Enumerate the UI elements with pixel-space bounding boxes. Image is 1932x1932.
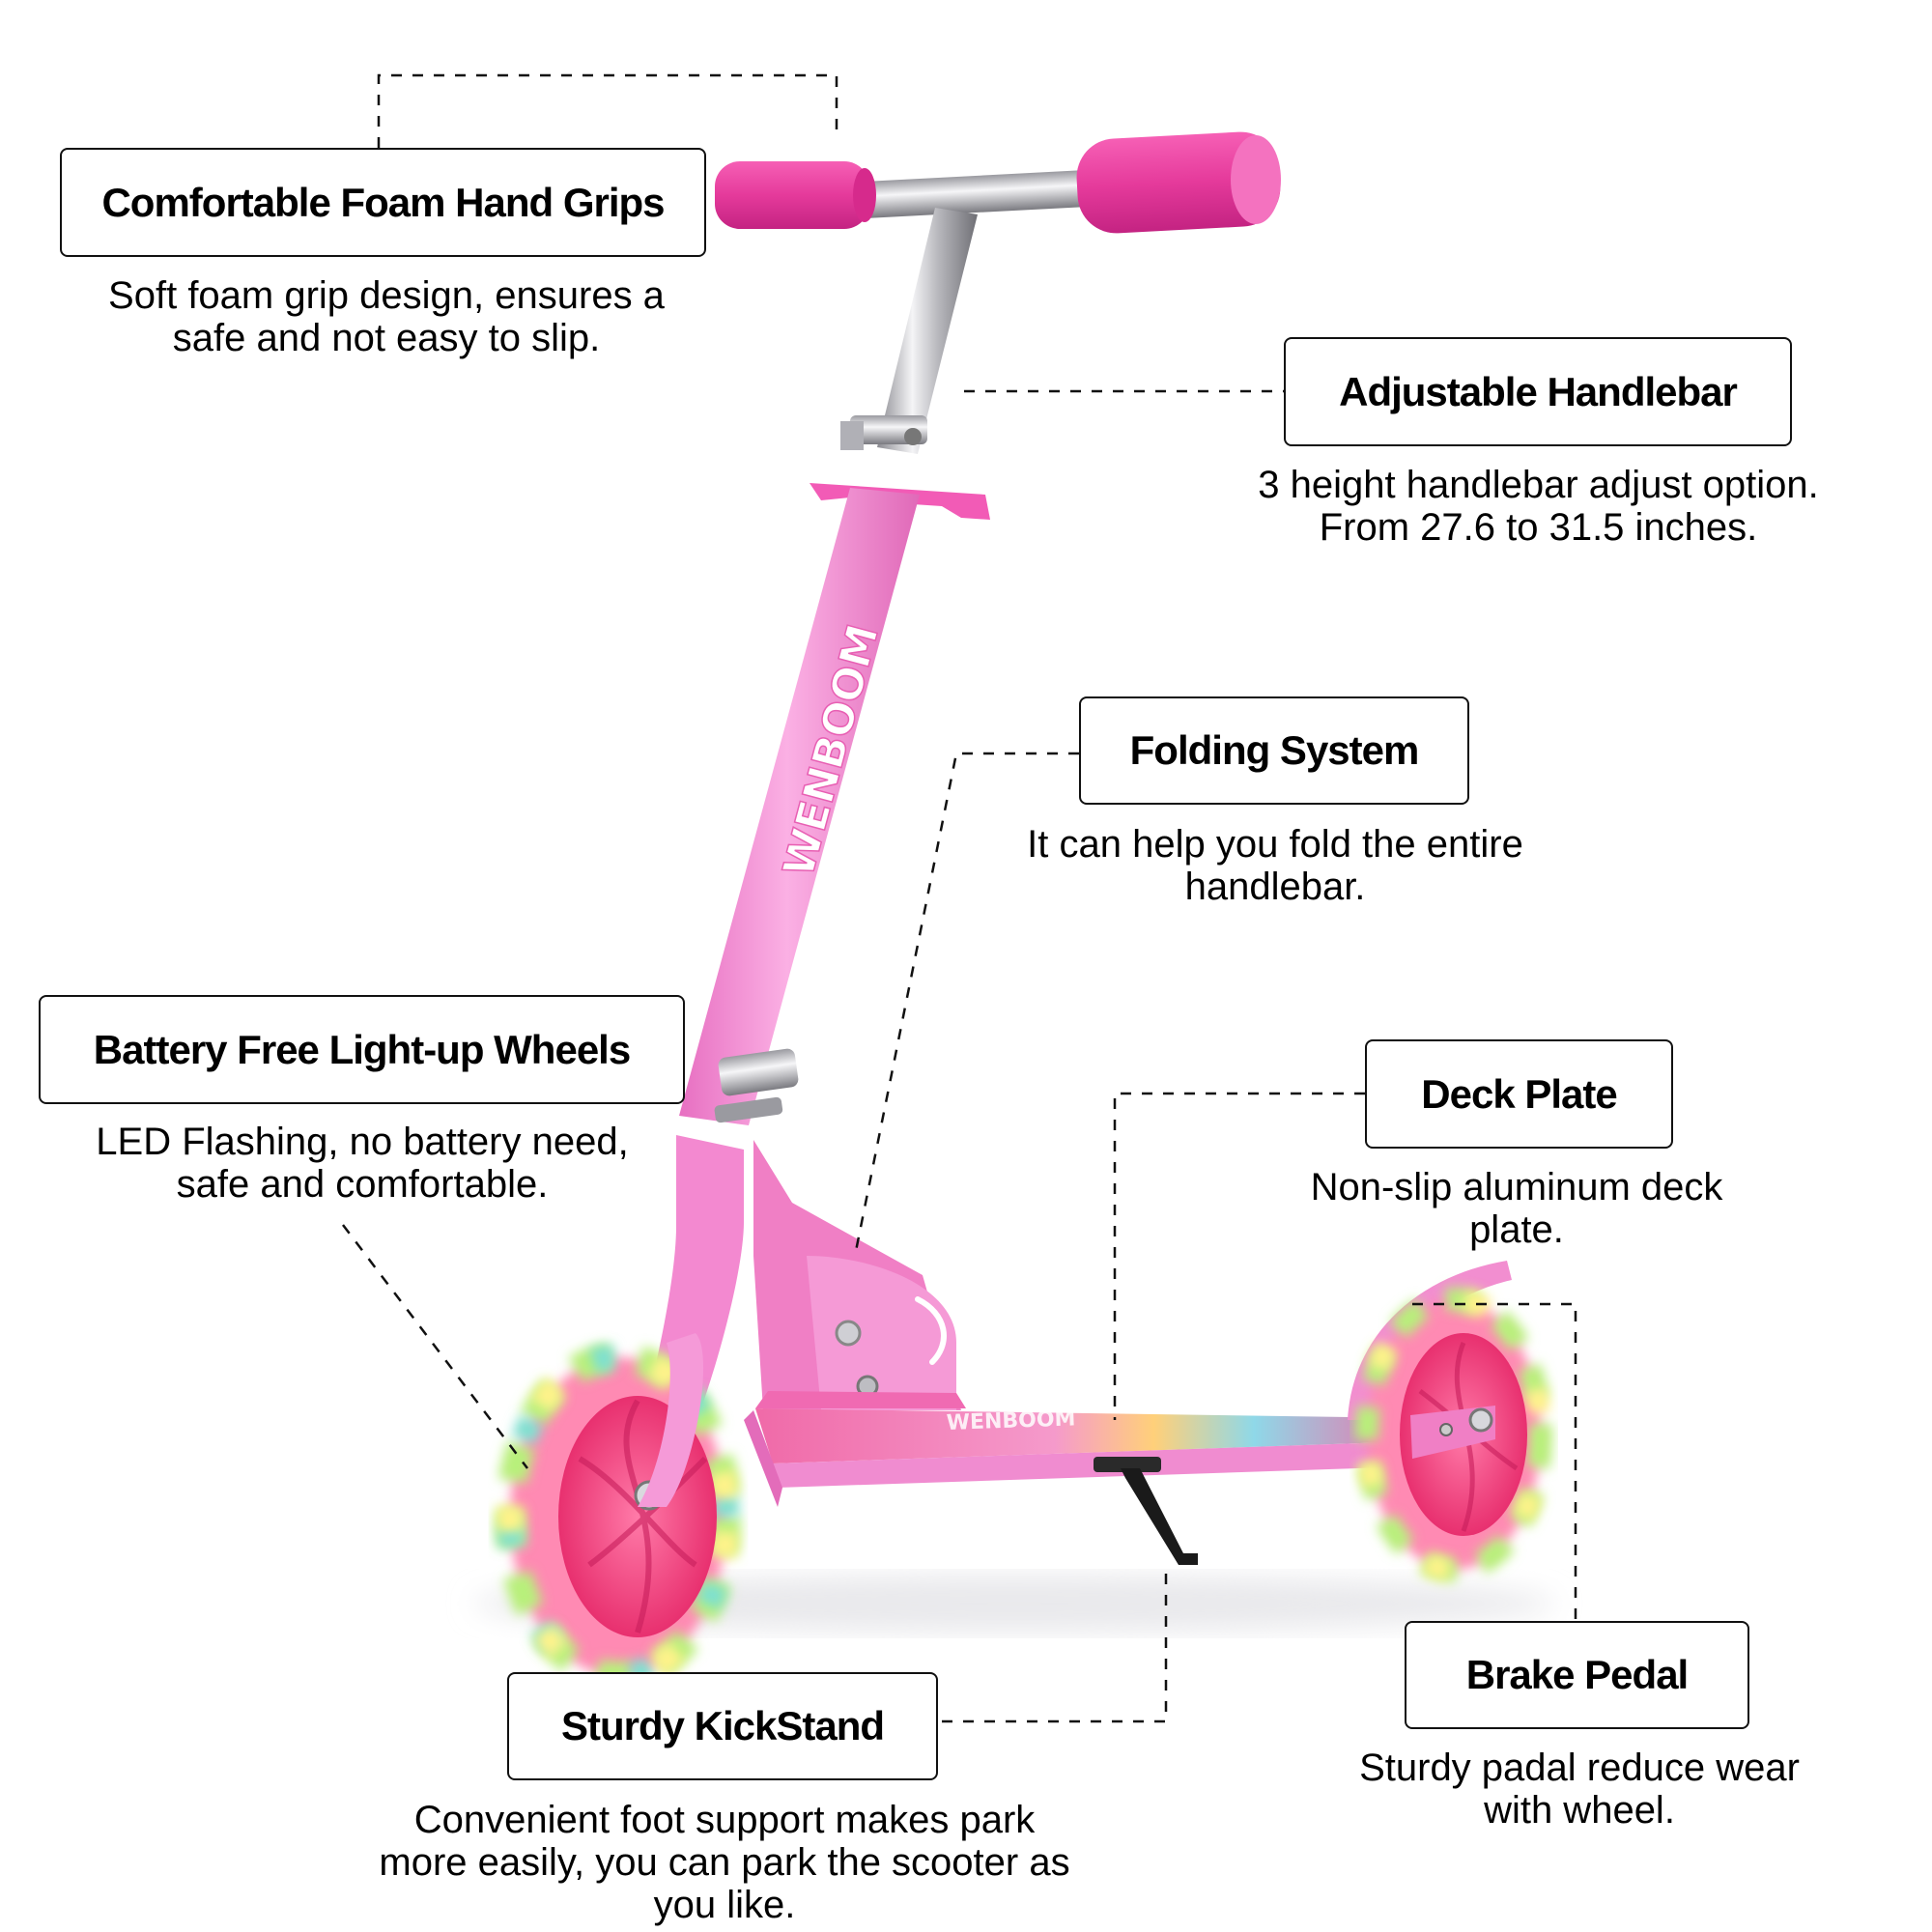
right-foam-grip [1076,131,1281,234]
description-line: From 27.6 to 31.5 inches. [1319,506,1758,549]
description-line: Sturdy padal reduce wear [1359,1747,1800,1789]
lower-collar [718,1048,799,1096]
callout-title: Sturdy KickStand [560,1703,885,1748]
description-line: more easily, you can park the scooter as [379,1841,1070,1884]
callout-description-wheels: LED Flashing, no battery need, safe and … [29,1121,696,1206]
description-line: plate. [1469,1208,1564,1251]
kickstand [1094,1457,1198,1565]
connector-wheels [342,1224,528,1469]
callout-title: Comfortable Foam Hand Grips [101,179,665,225]
folding-bolt [835,1320,862,1347]
description-line: Soft foam grip design, ensures a [108,274,665,317]
callout-hand-grips: Comfortable Foam Hand Grips [60,148,706,257]
callout-title: Deck Plate [1421,1070,1617,1117]
height-clamp [840,415,927,450]
callout-wheels: Battery Free Light-up Wheels [39,995,685,1104]
description-line: Convenient foot support makes park [413,1799,1036,1841]
callout-kickstand: Sturdy KickStand [507,1672,938,1780]
handlebar-stem [877,208,978,454]
callout-description-brake: Sturdy padal reduce wear with wheel. [1294,1747,1864,1832]
left-foam-grip [715,161,876,229]
description-line: you like. [653,1884,796,1926]
callout-deck: Deck Plate [1365,1039,1673,1149]
callout-description-kickstand: Convenient foot support makes park more … [309,1799,1140,1926]
description-line: with wheel. [1484,1789,1675,1832]
callout-description-hand-grips: Soft foam grip design, ensures a safe an… [39,274,734,359]
callout-title: Battery Free Light-up Wheels [93,1026,631,1072]
description-line: safe and not easy to slip. [172,317,601,359]
callout-title: Brake Pedal [1465,1652,1689,1697]
callout-handlebar: Adjustable Handlebar [1284,337,1792,446]
description-line: Non-slip aluminum deck [1310,1166,1723,1208]
connector-brake [1412,1302,1577,1621]
description-line: It can help you fold the entire [1027,823,1523,866]
connector-hand-grips [377,73,838,148]
callout-description-deck: Non-slip aluminum deck plate. [1246,1166,1787,1251]
description-line: 3 height handlebar adjust option. [1258,464,1819,506]
deck-brand-mark: WENBOOM [946,1406,1076,1435]
connector-deck [1113,1092,1365,1420]
description-line: LED Flashing, no battery need, [96,1121,629,1163]
callout-title: Folding System [1129,727,1420,773]
callout-brake: Brake Pedal [1405,1621,1749,1729]
description-line: safe and comfortable. [176,1163,549,1206]
ground-shadow [473,1575,1555,1633]
main-tube [679,488,920,1125]
callout-description-folding: It can help you fold the entire handleba… [966,823,1584,908]
handlebar-crossbar [849,169,1102,219]
callout-description-handlebar: 3 height handlebar adjust option. From 2… [1198,464,1879,549]
description-line: handlebar. [1184,866,1366,908]
callout-title: Adjustable Handlebar [1339,368,1738,414]
callout-folding: Folding System [1079,696,1469,805]
connector-kickstand [942,1565,1168,1723]
